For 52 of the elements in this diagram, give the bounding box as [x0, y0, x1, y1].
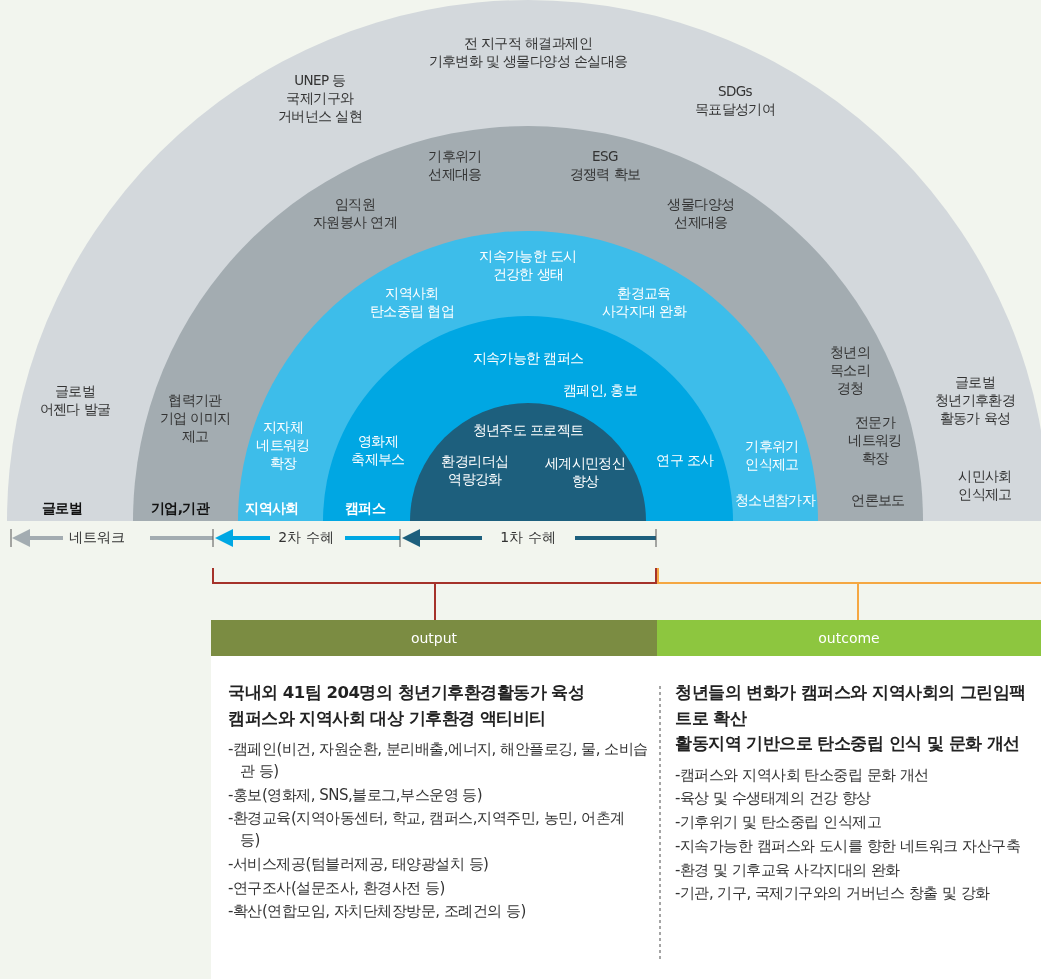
band-text: 지속가능한 도시 건강한 생태	[479, 246, 577, 284]
band-text: 전 지구적 해결과제인 기후변화 및 생물다양성 손실대응	[428, 33, 628, 71]
band-text: UNEP 등 국제기구와 거버넌스 실현	[277, 70, 363, 126]
semicircle-band	[7, 0, 1041, 521]
band-text: 임직원 자원봉사 연계	[312, 194, 398, 232]
band-text: ESG 경쟁력 확보	[569, 146, 641, 184]
list-item: -서비스제공(텀블러제공, 태양광설치 등)	[228, 853, 490, 875]
band-text: 지자체 네트워킹 확장	[256, 417, 310, 473]
band-text: 환경리더십 역량강화	[441, 451, 509, 489]
list-item: -홍보(영화제, SNS,블로그,부스운영 등)	[228, 784, 484, 806]
band-text: 청년의 목소리 경청	[829, 342, 871, 398]
list-item: -연구조사(설문조사, 환경사전 등)	[228, 877, 446, 899]
band-text: 캠페인, 홍보	[562, 380, 638, 400]
band-text: 언론보도	[851, 490, 905, 510]
list-item: -캠페인(비건, 자원순환, 분리배출,에너지, 해안플로깅, 물, 소비습관 등)	[228, 739, 648, 782]
band-text: 협력기관 기업 이미지 제고	[159, 390, 231, 446]
list-item: -기관, 기구, 국제기구와의 거버넌스 창출 및 강화	[675, 883, 991, 905]
list-item: -캠퍼스와 지역사회 탄소중립 문화 개선	[675, 764, 930, 786]
list-item: -기후위기 및 탄소중립 인식제고	[675, 812, 883, 834]
band-text: 시민사회 인식제고	[958, 466, 1012, 504]
list-item: -육상 및 수생태계의 건강 향상	[675, 788, 872, 810]
band-label: 기업,기관	[150, 498, 210, 518]
band-text: 글로벌 청년기후환경 활동가 육성	[934, 372, 1016, 428]
band-text: 세계시민정신 향상	[544, 453, 626, 491]
band-text: 기후위기 선제대응	[428, 146, 482, 184]
band-text: 연구 조사	[656, 450, 714, 470]
band-text: 생물다양성 선제대응	[667, 194, 735, 232]
band-text: 청년주도 프로젝트	[472, 420, 584, 440]
band-text: 지역사회 탄소중립 협업	[369, 283, 455, 321]
list-item: -환경교육(지역아동센터, 학교, 캠퍼스,지역주민, 농민, 어촌계 등)	[228, 808, 626, 852]
band-label: 글로벌	[41, 498, 83, 518]
band-text: 기후위기 인식제고	[745, 436, 799, 474]
band-label: 캠퍼스	[344, 498, 386, 518]
heading-text: 청년들의 변화가 캠퍼스와 지역사회의 그린임팩트로 확산	[675, 682, 1027, 730]
band-text: SDGs 목표달성기여	[694, 81, 776, 119]
list-item: -지속가능한 캠퍼스와 도시를 향한 네트워크 자산구축	[675, 835, 1022, 857]
list-item: -확산(연합모임, 자치단체장방문, 조례건의 등)	[228, 901, 527, 923]
list-item: -환경 및 기후교육 사각지대의 완화	[675, 859, 901, 881]
header-bar	[211, 620, 657, 656]
band-text: 글로벌 어젠다 발굴	[39, 381, 111, 419]
band-text: 지속가능한 캠퍼스	[472, 348, 584, 368]
band-text: 환경교육 사각지대 완화	[601, 283, 687, 321]
band-text: 영화제 축제부스	[351, 431, 405, 469]
header-bar	[657, 620, 1041, 656]
heading-text: 캠퍼스와 지역사회 대상 기후환경 액티비티	[228, 707, 547, 730]
bar-title: outcome	[818, 630, 880, 646]
band-text: 청소년참가자	[734, 490, 816, 510]
heading-text: 국내외 41팀 204명의 청년기후환경활동가 육성	[228, 682, 586, 704]
band-text: 전문가 네트워킹 확장	[848, 412, 902, 468]
band-label: 지역사회	[245, 498, 299, 518]
bar-title: output	[410, 630, 458, 646]
heading-text: 활동지역 기반으로 탄소중립 인식 및 문화 개선	[675, 733, 1021, 756]
